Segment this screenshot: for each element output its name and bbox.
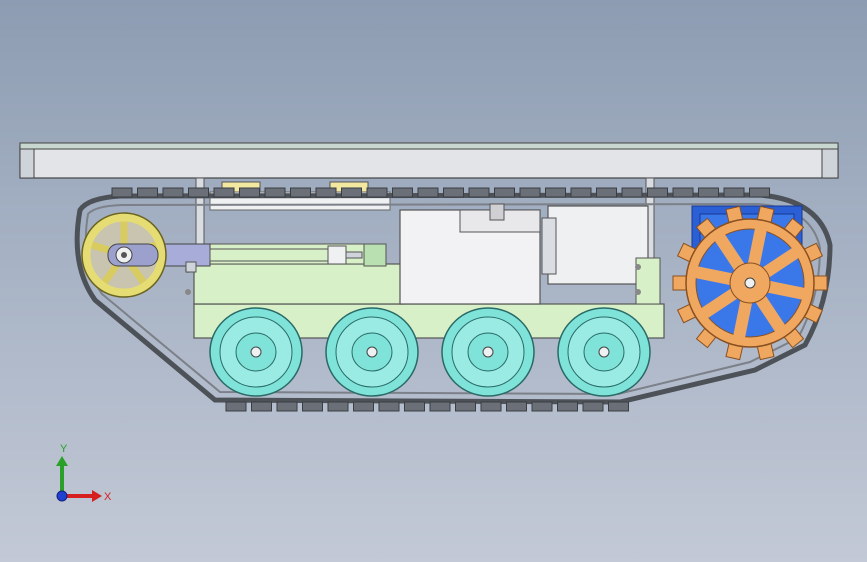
track-pad (531, 401, 553, 412)
track-pad (455, 401, 476, 412)
sprocket-tooth (672, 275, 688, 291)
track-pad (188, 187, 209, 198)
track-pad (251, 401, 272, 412)
track-pad (315, 187, 337, 198)
track-pad (302, 401, 323, 412)
track-pad (290, 187, 311, 198)
track-pad (596, 187, 617, 198)
track-pad (378, 401, 400, 412)
top-deck (19, 142, 839, 179)
track-pad (672, 187, 694, 198)
track-pad (468, 187, 490, 198)
road-wheel (441, 307, 535, 397)
track-pad (225, 401, 247, 412)
track-pad (111, 187, 133, 198)
track-pad (608, 401, 629, 412)
sprocket-tooth (812, 275, 828, 291)
track-pad (162, 187, 184, 198)
track-pad (264, 187, 286, 198)
track-pads-bottom (225, 401, 629, 412)
y-axis-label: Y (60, 443, 68, 455)
gearbox-housing (399, 203, 541, 305)
sprocket-teeth (672, 205, 828, 361)
idler-wheel (81, 212, 167, 298)
track-pad (239, 187, 260, 198)
drive-sprocket (672, 205, 828, 361)
road-wheel (209, 307, 303, 397)
track-pad (213, 187, 235, 198)
track-pad (392, 187, 413, 198)
track-pad (557, 401, 578, 412)
road-wheel (557, 307, 651, 397)
track-pad (480, 401, 502, 412)
road-wheels (209, 307, 651, 397)
track-pad (353, 401, 374, 412)
track-pad (137, 187, 158, 198)
coordinate-triad: Y X (56, 443, 112, 503)
track-pad (429, 401, 451, 412)
track-pad (417, 187, 439, 198)
track-pad (404, 401, 425, 412)
track-pad (341, 187, 362, 198)
track-pad (570, 187, 592, 198)
track-pad (545, 187, 566, 198)
road-wheel (325, 307, 419, 397)
track-pad (749, 187, 770, 198)
track-pad (621, 187, 643, 198)
track-pad (698, 187, 719, 198)
track-pad (443, 187, 464, 198)
track-pad (366, 187, 388, 198)
tensioner-actuator (151, 243, 387, 273)
track-pad (327, 401, 349, 412)
x-axis-label: X (104, 491, 112, 503)
track-pad (519, 187, 541, 198)
track-pads-top (111, 187, 770, 198)
track-pad (276, 401, 298, 412)
track-pad (506, 401, 527, 412)
track-pad (582, 401, 604, 412)
track-pad (647, 187, 668, 198)
track-pad (723, 187, 745, 198)
track-pad (494, 187, 515, 198)
